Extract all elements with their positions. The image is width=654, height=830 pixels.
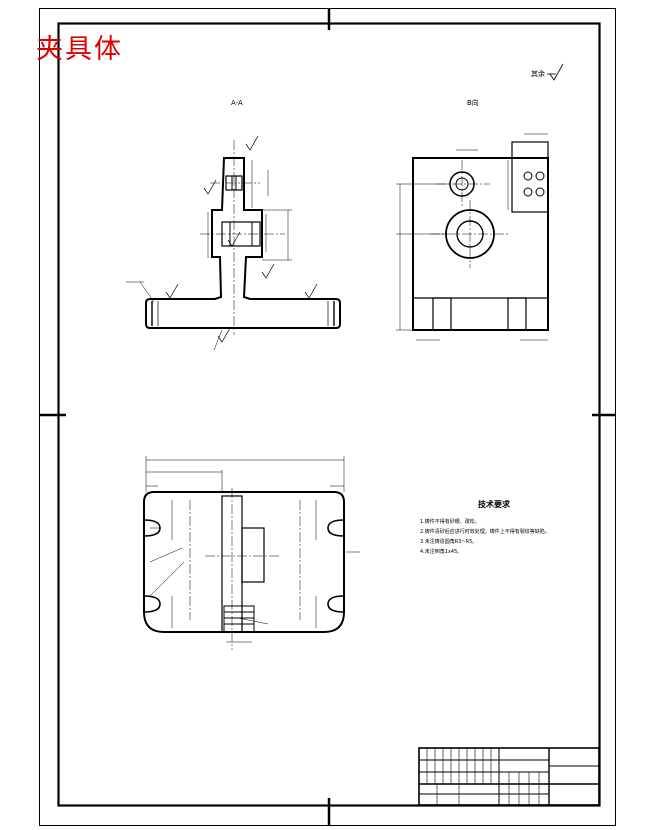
roughness-note: 其余	[531, 70, 545, 78]
technical-requirement-item: 2.铸件清砂后应进行时效处理，铸件上不得有裂纹等缺陷。	[420, 529, 550, 535]
technical-requirement-item: 3.未注铸造圆角R3~R5。	[420, 539, 478, 545]
technical-requirements-title: 技术要求	[478, 500, 510, 509]
technical-requirement-item: 1.铸件不得有砂眼、疏松。	[420, 519, 480, 525]
technical-requirements-list: 1.铸件不得有砂眼、疏松。 2.铸件清砂后应进行时效处理，铸件上不得有裂纹等缺陷…	[420, 517, 550, 557]
section-a-a-view	[126, 135, 341, 351]
section-label: A-A	[231, 99, 243, 107]
technical-requirement-item: 4.未注倒角1x45。	[420, 549, 463, 555]
plan-view	[143, 456, 360, 650]
title-block	[418, 747, 600, 806]
drawing-title: 夹具体	[36, 34, 123, 65]
centering-marks	[39, 8, 615, 825]
view-b	[396, 133, 549, 341]
view-label: B向	[467, 99, 479, 107]
roughness-symbol-icon	[547, 63, 564, 81]
inner-frame	[57, 22, 601, 807]
outer-border	[39, 8, 616, 826]
